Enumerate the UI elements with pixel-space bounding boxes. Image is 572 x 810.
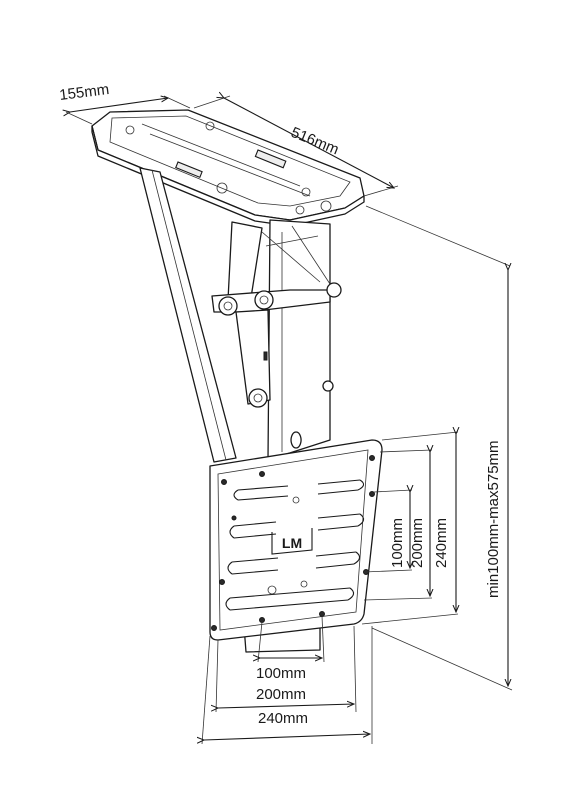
vesa-plate (209, 439, 383, 641)
vesa-h-inner-label: 100mm (256, 665, 306, 682)
pivot-arm (139, 167, 342, 653)
ceiling-plate (91, 109, 365, 227)
depth-label: 155mm (58, 81, 110, 104)
vesa-v-inner-label: 100mm (389, 518, 406, 568)
height-range-label: min100mm-max575mm (485, 440, 502, 598)
vesa-h-mid-label: 200mm (256, 686, 306, 703)
lm-logo: LM (271, 528, 313, 555)
dimension-lines (66, 96, 513, 745)
logo-text: LM (282, 535, 302, 551)
vesa-h-outer-label: 240mm (258, 710, 308, 727)
vesa-v-outer-label: 240mm (433, 518, 450, 568)
vesa-v-mid-label: 200mm (409, 518, 426, 568)
